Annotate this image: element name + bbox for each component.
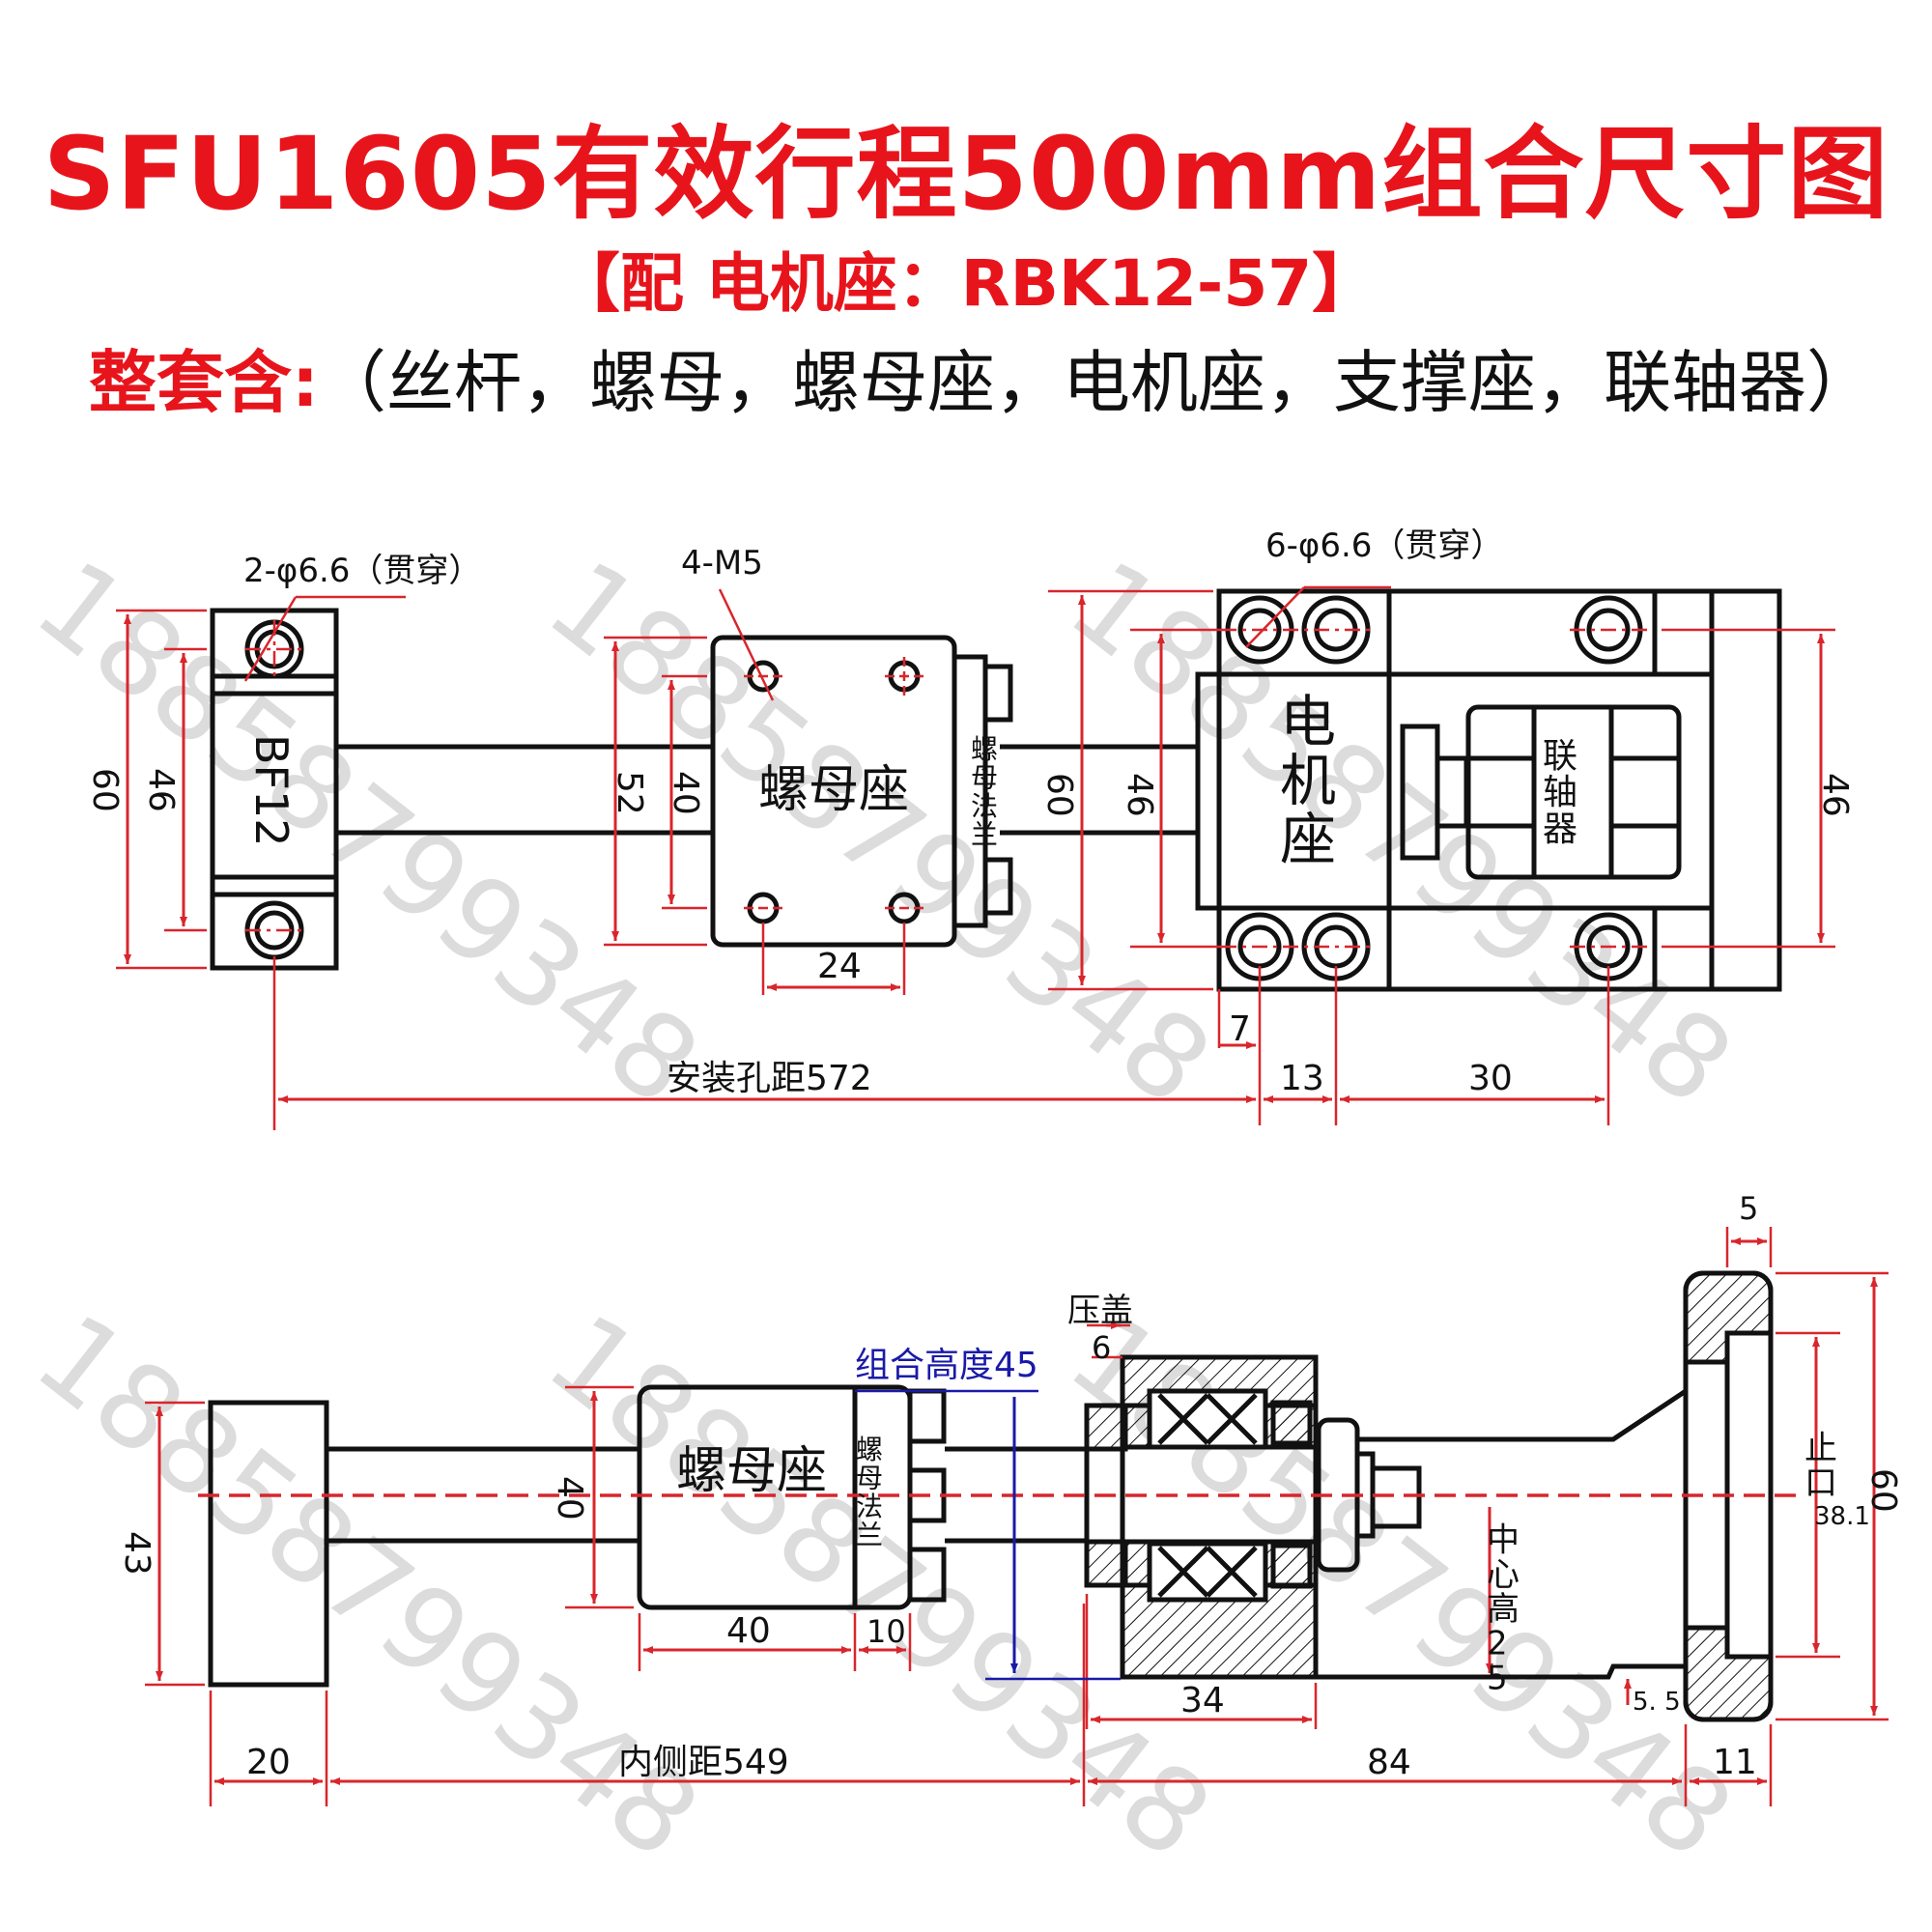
dim-5-5: 5. 5	[1633, 1688, 1681, 1717]
includes-items: （丝杆，螺母，螺母座，电机座，支撑座，联轴器）	[319, 343, 1874, 422]
dim-46-support: 46	[141, 768, 181, 812]
dim-7: 7	[1229, 1009, 1251, 1049]
dim-13: 13	[1280, 1059, 1324, 1098]
spigot-label: 止口	[1804, 1430, 1837, 1503]
top-view-guides	[116, 585, 1835, 1130]
dim-60-flange: 60	[1863, 1468, 1903, 1513]
dim-10: 10	[867, 1613, 906, 1650]
side-view	[208, 1270, 1774, 1722]
nut-flange-label-top: 螺母法兰	[971, 733, 998, 850]
page-title: SFU1605有效行程500mm组合尺寸图	[43, 115, 1889, 233]
dim-20: 20	[246, 1743, 291, 1782]
includes-line: 整套含:（丝杆，螺母，螺母座，电机座，支撑座，联轴器）	[89, 328, 1874, 426]
dim-60-motor: 60	[1039, 773, 1079, 817]
includes-label: 整套含:	[89, 343, 319, 422]
dim-52-nut: 52	[610, 771, 649, 815]
nut-flange-vertical: 螺母法兰	[856, 1434, 883, 1550]
motor-seat-section	[1084, 1354, 1319, 1680]
dim-34: 34	[1180, 1681, 1225, 1720]
support-side	[208, 1400, 329, 1688]
nut-seat-label-top: 螺母座	[758, 761, 909, 819]
bf12-label: BF12	[245, 734, 298, 847]
dim-46-motor: 46	[1120, 773, 1159, 817]
dim-5: 5	[1739, 1190, 1758, 1227]
coupling-label: 联轴器	[1543, 736, 1577, 849]
nut-hole-note: 4-M5	[681, 544, 763, 582]
dim-40-nut: 40	[666, 771, 705, 815]
side-view-guides	[145, 1227, 1889, 1806]
combo-height-label: 组合高度45	[855, 1346, 1038, 1385]
dim-6: 6	[1092, 1329, 1111, 1366]
dim-30: 30	[1468, 1059, 1513, 1098]
page-subtitle: 【配 电机座：RBK12-57】	[555, 246, 1377, 321]
combo-height-dimension	[855, 1389, 1121, 1681]
dim-38-1: 38.1	[1814, 1502, 1870, 1531]
dim-84: 84	[1367, 1743, 1411, 1782]
dim-40-height: 40	[550, 1476, 589, 1520]
side-view-dimensions	[156, 1237, 1878, 1785]
dim-46-coupling: 46	[1815, 773, 1855, 817]
dim-40-width: 40	[726, 1611, 771, 1651]
support-hole-note: 2-φ6.6（贯穿）	[243, 552, 481, 590]
dim-inner-distance: 内侧距549	[618, 1743, 789, 1782]
dim-24: 24	[817, 947, 862, 986]
motor-seat-label: 电机座	[1280, 689, 1336, 872]
dim-11: 11	[1713, 1743, 1757, 1782]
coupling-top	[1400, 704, 1682, 880]
motor-hole-note: 6-φ6.6（贯穿）	[1265, 526, 1503, 565]
dim-60-support: 60	[85, 768, 125, 812]
top-view-dimensions	[124, 595, 1825, 1103]
nut-seat-label-side: 螺母座	[676, 1442, 827, 1500]
dim-43: 43	[117, 1531, 156, 1576]
cover-label: 压盖	[1067, 1292, 1133, 1330]
dim-install-distance: 安装孔距572	[667, 1059, 872, 1098]
